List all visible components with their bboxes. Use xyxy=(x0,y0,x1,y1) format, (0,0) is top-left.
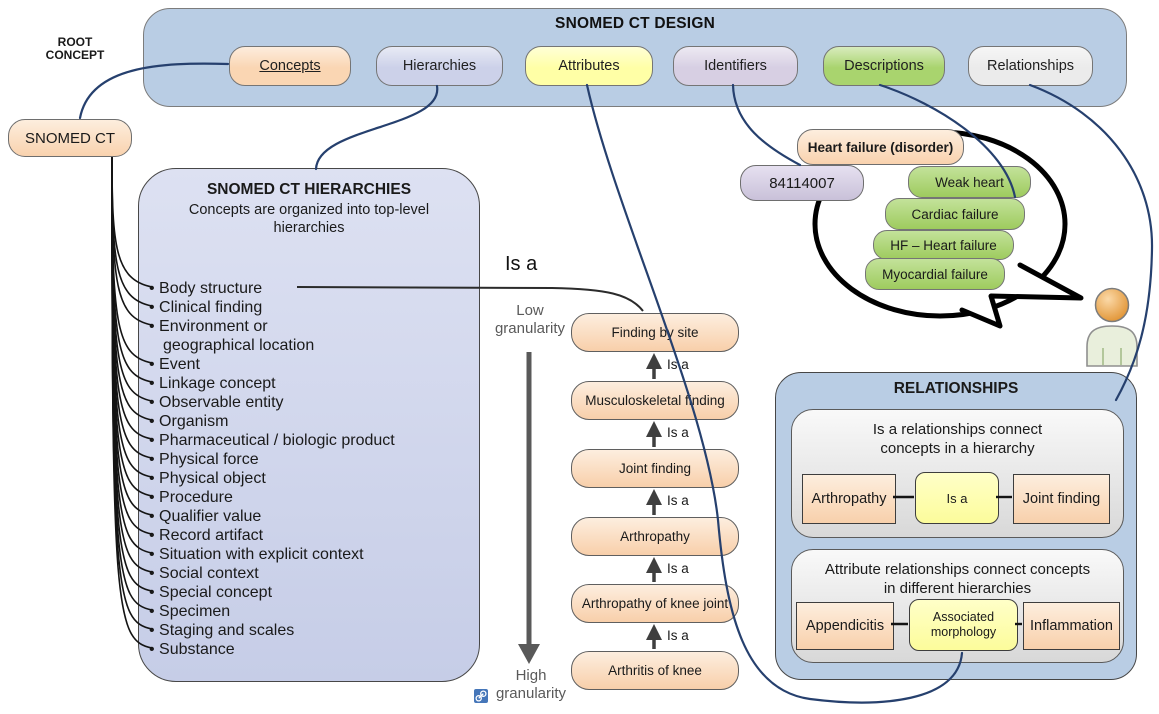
isa-edge-label: Is a xyxy=(667,357,689,372)
isa-arrowhead xyxy=(646,489,662,505)
hierarchy-item: • Event xyxy=(149,356,200,373)
synonym-pill: HF – Heart failure xyxy=(873,230,1014,260)
isa-arrowhead xyxy=(646,353,662,369)
isa-chain-node: Joint finding xyxy=(571,449,739,488)
banner-pill-attributes: Attributes xyxy=(525,46,653,86)
relationship-source-box: Appendicitis xyxy=(796,602,894,650)
hierarchy-item: • Staging and scales xyxy=(149,622,295,639)
banner-pill-descriptions: Descriptions xyxy=(823,46,945,86)
hierarchy-item: • Qualifier value xyxy=(149,508,262,525)
hierarchy-item: • Clinical finding xyxy=(149,299,263,316)
isa-label: Is a xyxy=(505,253,538,275)
isa-chain-node: Arthropathy xyxy=(571,517,739,556)
low-granularity-label: Low granularity xyxy=(494,302,566,337)
relationship-target-box: Joint finding xyxy=(1013,474,1110,524)
relationship-source-box: Arthropathy xyxy=(802,474,896,524)
hierarchy-item: • Linkage concept xyxy=(149,375,276,392)
hierarchies-panel-title: SNOMED CT HIERARCHIES xyxy=(206,181,412,198)
hierarchy-item: • Special concept xyxy=(149,584,273,601)
relationship-type-box: Associated morphology xyxy=(909,599,1018,651)
hierarchy-item: • Observable entity xyxy=(149,394,284,411)
link-icon[interactable] xyxy=(474,689,488,703)
hierarchy-item: • Social context xyxy=(149,565,259,582)
person-icon xyxy=(1086,287,1138,367)
hierarchy-item: • Physical force xyxy=(149,451,259,468)
attribute-relationship-caption: Attribute relationships connect concepts… xyxy=(824,561,1091,597)
hierarchy-item: • Specimen xyxy=(149,603,231,620)
hierarchy-item: • Organism xyxy=(149,413,229,430)
isa-edge-label: Is a xyxy=(667,560,689,576)
hierarchies-panel-subtitle: Concepts are organized into top-level hi… xyxy=(188,202,430,236)
isa-arrowhead xyxy=(646,557,662,573)
root-concept-label: ROOT CONCEPT xyxy=(45,35,105,62)
banner-pill-hierarchies: Hierarchies xyxy=(376,46,503,86)
hierarchy-item: • Body structure xyxy=(149,280,263,297)
hierarchy-list: • Body structure • Clinical finding • Envi… xyxy=(149,279,471,659)
isa-arrowhead xyxy=(646,624,662,640)
hierarchies-panel: SNOMED CT HIERARCHIES Concepts are organ… xyxy=(138,168,480,682)
isa-chain-node: Arthritis of knee xyxy=(571,651,739,690)
hierarchy-item: • Substance xyxy=(149,641,235,658)
concept-id-pill: 84114007 xyxy=(740,165,864,201)
banner: SNOMED CT DESIGN Concepts Hierarchies Attr… xyxy=(143,8,1127,107)
synonym-pill: Myocardial failure xyxy=(865,258,1005,290)
isa-edge-label: Is a xyxy=(667,493,689,508)
hierarchy-item: • Procedure xyxy=(149,489,233,506)
isa-chain-node: Musculoskeletal finding xyxy=(571,381,739,420)
relationship-type-box: Is a xyxy=(915,472,999,524)
relationships-panel-title: RELATIONSHIPS xyxy=(893,380,1019,397)
isa-arrowhead xyxy=(646,421,662,437)
banner-pill-relationships: Relationships xyxy=(968,46,1093,86)
isa-relationship-caption: Is a relationships connect concepts in a… xyxy=(872,421,1043,457)
connector-relationships-to-panel xyxy=(1028,83,1154,402)
hierarchy-item: • Record artifact xyxy=(149,527,264,544)
hierarchy-item: • Physical object xyxy=(149,470,266,487)
banner-title: SNOMED CT DESIGN xyxy=(555,15,715,32)
relationships-panel: RELATIONSHIPS Is a relationships connect… xyxy=(775,372,1137,680)
root-concept-pill: SNOMED CT xyxy=(8,119,132,157)
granularity-arrow xyxy=(518,352,540,664)
banner-pill-identifiers: Identifiers xyxy=(673,46,798,86)
synonym-pill: Weak heart xyxy=(908,166,1031,198)
high-granularity-label: High granularity xyxy=(495,667,567,702)
relationship-target-box: Inflammation xyxy=(1023,602,1120,650)
isa-chain-node: Finding by site xyxy=(571,313,739,352)
isa-edge-label: Is a xyxy=(667,627,689,643)
hierarchy-item: • Environment or geographical location xyxy=(149,318,315,354)
synonym-pill: Cardiac failure xyxy=(885,198,1025,230)
banner-pill-concepts[interactable]: Concepts xyxy=(229,46,351,86)
concept-term-pill: Heart failure (disorder) xyxy=(797,129,964,165)
hierarchy-item: • Pharmaceutical / biologic product xyxy=(149,432,395,449)
isa-chain-node: Arthropathy of knee joint xyxy=(571,584,739,623)
hierarchy-item: • Situation with explicit context xyxy=(149,546,364,563)
isa-edge-label: Is a xyxy=(667,425,689,440)
